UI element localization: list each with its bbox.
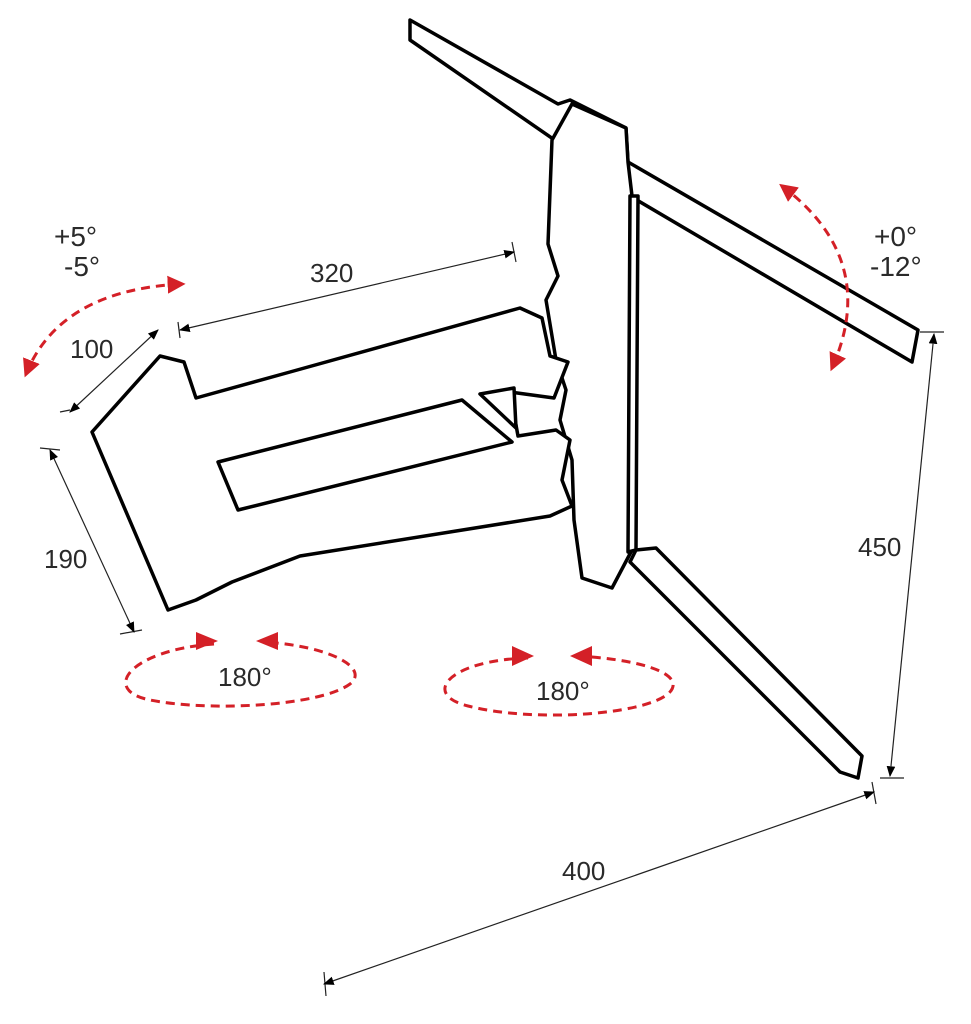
swivel-plus: +5° [54, 221, 97, 252]
pivot-1: 180° [124, 632, 357, 708]
pivot-1-label: 180° [218, 662, 272, 692]
frame-upright [626, 194, 640, 554]
upper-rail [408, 18, 920, 364]
pivot-2: 180° [443, 646, 675, 717]
tilt-minus: -12° [870, 251, 922, 282]
lower-rail [628, 546, 864, 780]
dim-line-190 [49, 449, 135, 633]
dim-line-400 [322, 791, 876, 985]
center-plate [544, 102, 634, 590]
tilt-plus: +0° [874, 221, 917, 252]
arm-slot [216, 398, 514, 512]
dim-line-320 [178, 250, 516, 332]
swivel-minus: -5° [64, 251, 100, 282]
dim-100: 100 [70, 334, 113, 364]
dim-320: 320 [310, 258, 353, 288]
dim-400: 400 [562, 856, 605, 886]
dim-450: 450 [858, 532, 901, 562]
arm-notch [478, 386, 518, 430]
rotations: +5° -5° +0° -12° 180° 180° [23, 183, 922, 717]
pivot-2-label: 180° [536, 676, 590, 706]
dim-190: 190 [44, 544, 87, 574]
swivel-arrow [23, 275, 186, 378]
swing-arm [90, 306, 574, 612]
dim-line-450 [886, 332, 938, 778]
